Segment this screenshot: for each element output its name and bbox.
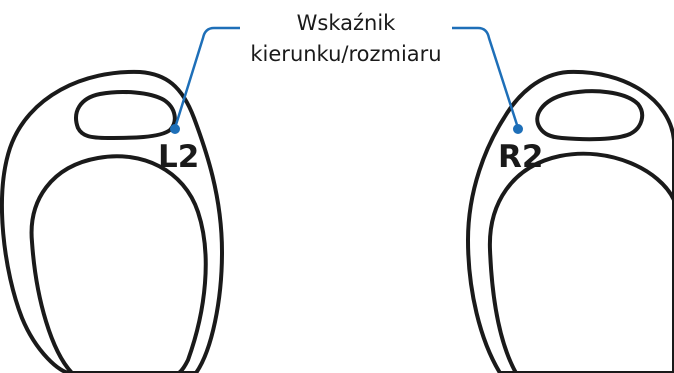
left-leader-line <box>173 26 240 129</box>
left-ear-tip: L2 <box>0 69 224 373</box>
right-ear-tip: R2 <box>466 69 674 373</box>
callout-label-line1: Wskaźnik <box>297 11 397 35</box>
leader-lines <box>170 26 523 134</box>
callout-label: Wskaźnik kierunku/rozmiaru <box>250 11 441 66</box>
right-leader-line <box>452 26 520 129</box>
left-ear-tip-inner-body <box>29 154 208 373</box>
callout-label-line2: kierunku/rozmiaru <box>250 42 441 66</box>
right-ear-tip-inner-body <box>487 151 674 373</box>
right-ear-tip-hole <box>535 89 645 142</box>
left-indicator-dot <box>170 124 180 134</box>
left-ear-tip-hole <box>74 90 177 141</box>
right-size-label: R2 <box>498 139 543 175</box>
left-size-label: L2 <box>158 139 199 175</box>
right-indicator-dot <box>513 124 523 134</box>
left-ear-tip-outer-outline <box>0 69 224 373</box>
